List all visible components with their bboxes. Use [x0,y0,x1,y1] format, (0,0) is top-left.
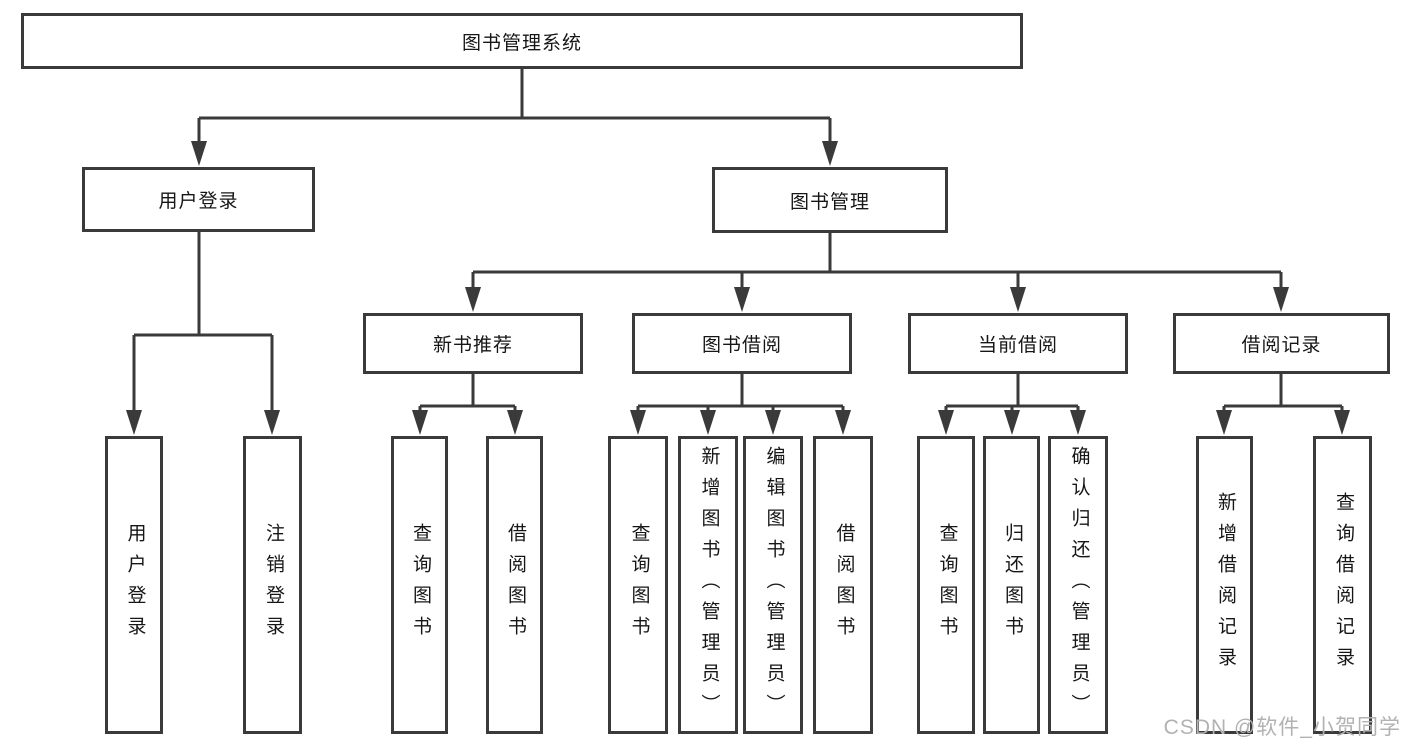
arrowhead [938,410,954,435]
node-user-login: 用户登录 [82,167,315,232]
leaf-records-query-record: 查询借阅记录 [1313,436,1372,734]
arrowhead [191,141,207,166]
leaf-borrowing-add-books-admin: 新增图书（管理员） [678,436,738,734]
arrowhead [412,410,428,435]
node-borrowing-records: 借阅记录 [1173,313,1390,374]
node-label: 注销登录 [262,523,284,647]
node-book-management: 图书管理 [712,167,948,233]
arrowhead [1216,410,1232,435]
node-label: 归还图书 [1001,523,1023,647]
arrowhead [126,410,142,435]
arrowhead [507,410,523,435]
arrowhead [822,141,838,166]
arrowhead [1273,287,1289,312]
node-label: 图书管理系统 [461,32,582,54]
node-label: 查询借阅记录 [1332,492,1354,678]
node-label: 新增借阅记录 [1214,492,1236,678]
leaf-borrowing-borrow-books: 借阅图书 [813,436,873,734]
leaf-borrowing-edit-books-admin: 编辑图书（管理员） [743,436,803,734]
arrowhead [700,410,716,435]
leaf-newbook-query-books: 查询图书 [391,436,448,734]
node-label: 图书管理 [789,191,870,213]
node-label: 借阅图书 [833,523,855,647]
arrowhead [835,410,851,435]
node-library-management-system: 图书管理系统 [21,13,1023,69]
leaf-current-confirm-return-admin: 确认归还（管理员） [1048,436,1108,734]
node-label: 编辑图书（管理员） [763,445,785,725]
arrowhead [1070,410,1086,435]
node-label: 用户登录 [124,523,146,647]
csdn-watermark: CSDN @软件_小贺同学 [1163,716,1401,739]
leaf-logout: 注销登录 [243,436,302,734]
node-label: 借阅图书 [504,523,526,647]
arrowhead [630,410,646,435]
node-label: 图书借阅 [701,335,782,356]
node-label: 查询图书 [936,523,958,647]
leaf-current-return-books: 归还图书 [983,436,1040,734]
node-book-borrowing: 图书借阅 [632,313,852,374]
arrowhead [734,287,750,312]
node-label: 借阅记录 [1241,335,1322,356]
arrowhead [1334,410,1350,435]
node-label: 新增图书（管理员） [698,445,720,725]
arrowhead [1010,287,1026,312]
arrowhead [465,287,481,312]
node-new-book-recommendation: 新书推荐 [363,313,583,374]
leaf-newbook-borrow-books: 借阅图书 [486,436,543,734]
arrowhead [765,410,781,435]
node-label: 确认归还（管理员） [1068,445,1090,725]
leaf-current-query-books: 查询图书 [917,436,975,734]
arrowhead [264,410,280,435]
leaf-records-add-record: 新增借阅记录 [1196,436,1253,734]
arrowhead [1004,410,1020,435]
node-label: 查询图书 [628,523,650,647]
node-label: 用户登录 [158,191,239,212]
arrowheads-group [126,118,1350,435]
node-current-borrowing: 当前借阅 [908,313,1128,374]
tree-branch-lines [134,69,1342,408]
leaf-user-login: 用户登录 [105,436,163,734]
node-label: 当前借阅 [977,335,1058,356]
node-label: 查询图书 [409,523,431,647]
node-label: 新书推荐 [432,335,513,356]
leaf-borrowing-query-books: 查询图书 [608,436,668,734]
